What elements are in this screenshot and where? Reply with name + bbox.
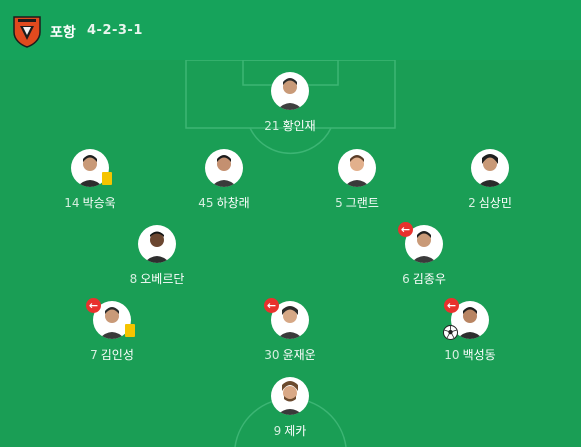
player-number: 30 <box>264 348 280 362</box>
player-name: 제카 <box>284 424 307 438</box>
player-name: 김인성 <box>100 348 134 362</box>
lineup-header: 포항 4-2-3-1 <box>0 0 581 60</box>
substitution-out-icon: ← <box>398 222 413 237</box>
player-photo <box>205 149 243 187</box>
player-number: 2 <box>468 196 476 210</box>
player-number: 21 <box>264 119 280 133</box>
team-logo-icon <box>13 16 41 48</box>
yellow-card-icon <box>125 324 135 337</box>
player-name: 백성동 <box>462 348 496 362</box>
substitution-out-icon: ← <box>86 298 101 313</box>
player-name: 윤재운 <box>282 348 316 362</box>
team-name: 포항 <box>50 25 76 41</box>
player-name: 김종우 <box>412 272 446 286</box>
player-photo <box>471 149 509 187</box>
player-name: 그랜트 <box>345 196 379 210</box>
substitution-out-icon: ← <box>264 298 279 313</box>
player-number: 14 <box>64 196 80 210</box>
player-name: 심상민 <box>478 196 512 210</box>
player-number: 5 <box>335 196 343 210</box>
player-name: 하창래 <box>216 196 250 210</box>
player-photo <box>271 301 309 339</box>
player-number: 9 <box>273 424 282 438</box>
substitution-out-icon: ← <box>444 298 459 313</box>
player-photo <box>138 225 176 263</box>
player-number: 8 <box>129 272 138 286</box>
player-name: 박승욱 <box>82 196 116 210</box>
player-number: 7 <box>90 348 98 362</box>
formation-label: 4-2-3-1 <box>87 23 143 38</box>
player-number: 45 <box>198 196 214 210</box>
player-name: 황인재 <box>282 119 316 133</box>
yellow-card-icon <box>102 172 112 185</box>
player-photo <box>338 149 376 187</box>
player-number: 10 <box>444 348 460 362</box>
player-name: 오베르단 <box>140 272 185 286</box>
player-number: 6 <box>402 272 410 286</box>
goal-ball-icon <box>443 325 458 340</box>
player-photo <box>271 377 309 415</box>
player-photo <box>271 72 309 110</box>
